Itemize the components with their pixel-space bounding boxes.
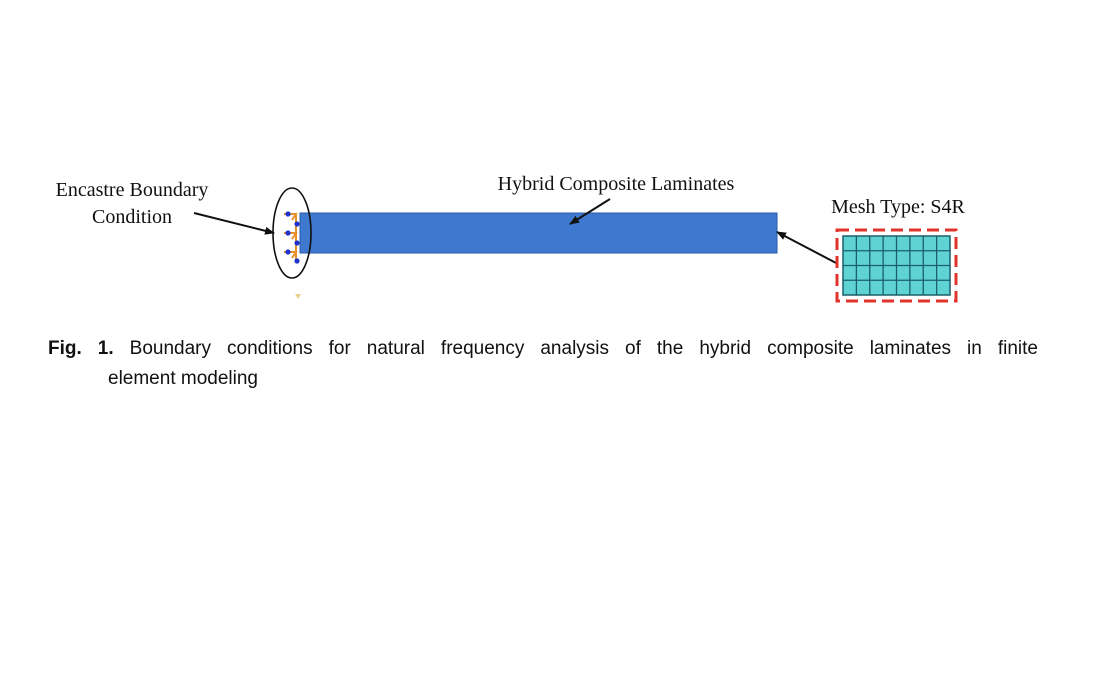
- boundary-condition-diagram: Encastre Boundary Condition Hybrid Compo…: [56, 173, 966, 303]
- encastre-label-line1: Encastre Boundary: [56, 179, 209, 201]
- figure-caption: Fig. 1. Boundary conditions for natural …: [48, 334, 1038, 394]
- laminate-beam: [299, 212, 778, 254]
- caption-line1: Boundary conditions for natural frequenc…: [129, 338, 1038, 359]
- laminates-arrow: [569, 198, 611, 225]
- caption-line2: element modeling: [108, 368, 258, 389]
- encastre-arrow: [193, 212, 275, 235]
- mesh-grid-lines: [843, 236, 950, 295]
- small-marker-icon: [295, 294, 301, 299]
- laminates-label: Hybrid Composite Laminates: [498, 173, 735, 195]
- mesh-type-label: Mesh Type: S4R: [831, 196, 965, 218]
- encastre-constraint-markers: [284, 211, 300, 264]
- encastre-label-line2: Condition: [92, 206, 172, 228]
- mesh-arrow: [776, 231, 839, 265]
- mesh-inset-border: [835, 228, 958, 303]
- caption-line1-wrapper: Fig. 1. Boundary conditions for natural …: [48, 334, 1038, 364]
- caption-fig-label: Fig. 1.: [48, 338, 114, 359]
